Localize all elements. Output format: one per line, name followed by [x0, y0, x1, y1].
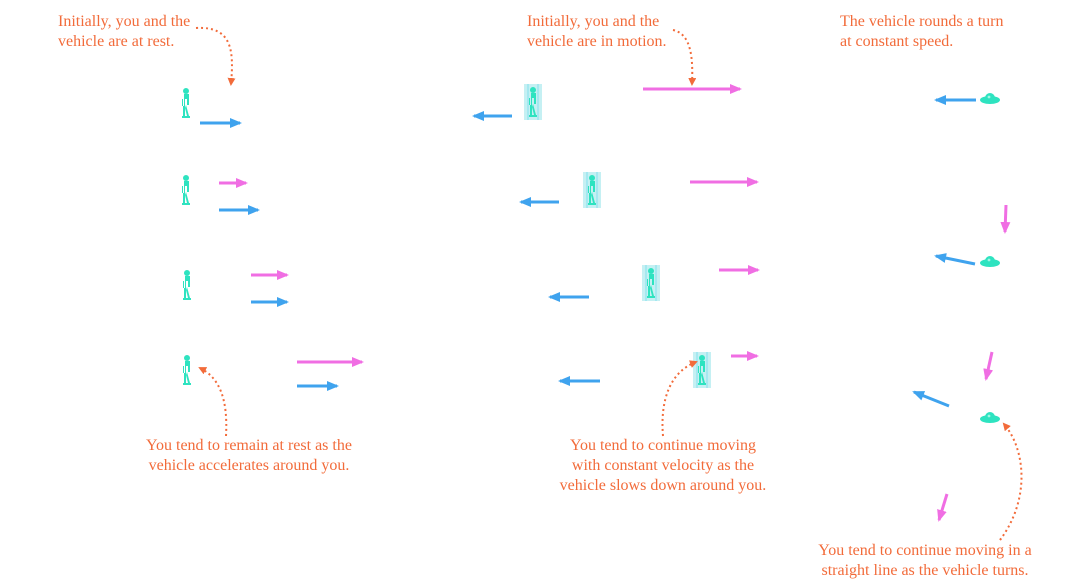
blue-arrow-icon [934, 253, 976, 266]
rest-step-3 [183, 270, 289, 307]
leader-line [195, 26, 236, 86]
standing-person-icon [183, 270, 191, 300]
magenta-arrow-icon [983, 351, 994, 381]
caption-rest-result: You tend to remain at rest as the vehicl… [146, 437, 352, 474]
person-top-view-icon [980, 412, 1000, 423]
leader-line [999, 422, 1023, 541]
leader-line [661, 360, 698, 437]
caption-turn-initial: The vehicle rounds a turn at constant sp… [840, 13, 1004, 50]
rest-step-4 [183, 355, 364, 391]
motion-step-4 [558, 351, 759, 388]
magenta-arrow-icon [1000, 204, 1011, 234]
moving-person-icon [524, 84, 542, 120]
motion-step-3 [548, 265, 760, 302]
caption-turn-result: You tend to continue moving in a straigh… [818, 542, 1032, 579]
moving-person-icon [693, 352, 711, 388]
motion-step-1 [472, 84, 742, 121]
turn-step-1 [934, 93, 1000, 105]
caption-rest-initial: Initially, you and the vehicle are at re… [58, 13, 191, 50]
caption-motion-result: You tend to continue moving with constan… [559, 437, 767, 494]
standing-person-icon [182, 88, 190, 118]
standing-person-icon [182, 175, 190, 205]
moving-person-icon [642, 265, 660, 301]
turn-step-3 [912, 390, 1000, 423]
person-top-view-icon [980, 256, 1000, 267]
panel-rest [182, 26, 364, 437]
rest-step-1 [182, 88, 242, 128]
blue-arrow-icon [912, 390, 950, 408]
panel-motion [472, 29, 760, 437]
rest-step-2 [182, 175, 260, 215]
leader-line [198, 367, 228, 437]
moving-person-icon [583, 172, 601, 208]
person-top-view-icon [980, 93, 1000, 104]
motion-step-2 [519, 172, 759, 208]
turn-step-2 [934, 253, 1000, 267]
standing-person-icon [183, 355, 191, 385]
leader-line [672, 29, 697, 86]
caption-motion-initial: Initially, you and the vehicle are in mo… [527, 13, 667, 50]
panel-turn [912, 93, 1023, 541]
magenta-arrow-icon [937, 493, 949, 522]
